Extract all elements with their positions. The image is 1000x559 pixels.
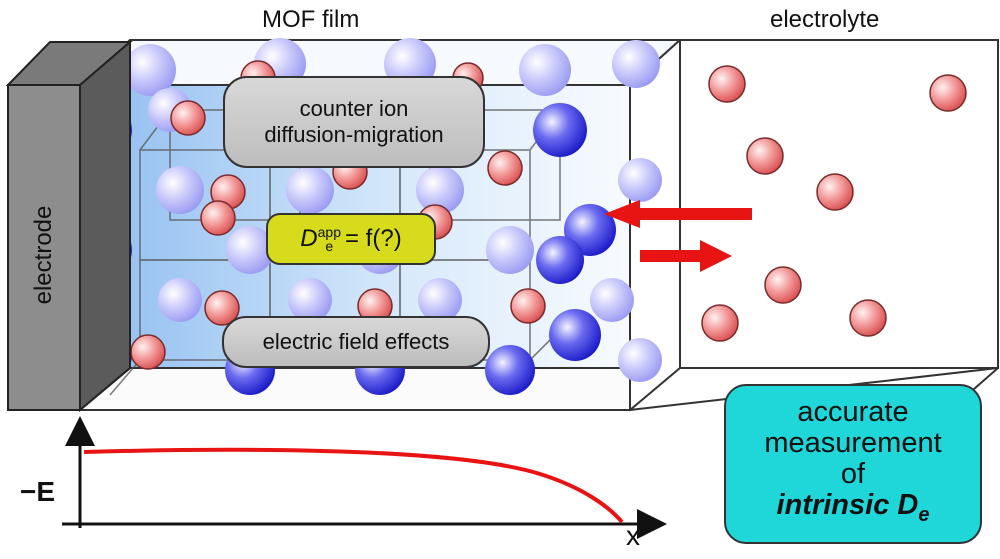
ion-exchange-arrows: [604, 200, 752, 272]
axis-x-label: x: [626, 520, 640, 551]
result-line4: intrinsic De: [777, 490, 930, 531]
electric-field-pill: electric field effects: [222, 316, 490, 368]
mof-film-label: MOF film: [262, 6, 360, 33]
counter-ion: [708, 65, 746, 103]
electrode-label: electrode: [30, 205, 57, 305]
result-line1: accurate: [797, 396, 909, 429]
counter-ion: [929, 74, 967, 112]
framework-sphere: [519, 44, 571, 96]
potential-curve: [83, 447, 624, 524]
counter-ion: [130, 334, 166, 370]
counter-ion: [487, 150, 523, 186]
counter-ion: [200, 200, 236, 236]
result-line3: of: [840, 458, 866, 491]
framework-sphere: [536, 236, 584, 284]
counter-ion: [849, 299, 887, 337]
counter-ion-pill: counter ion diffusion-migration: [223, 76, 485, 168]
result-line4-sub: e: [918, 503, 930, 526]
counter-ion-line2: diffusion-migration: [264, 122, 444, 147]
framework-sphere: [158, 278, 202, 322]
framework-sphere: [549, 309, 601, 361]
d-sup: app: [317, 224, 341, 241]
d-sub: e: [325, 238, 334, 255]
counter-ion: [746, 137, 784, 175]
potential-graph: [62, 416, 667, 539]
counter-ion: [510, 288, 546, 324]
framework-sphere: [156, 166, 204, 214]
ion-in-arrow: [604, 200, 752, 228]
d-rest: = f(?): [345, 224, 402, 252]
counter-ion: [170, 100, 206, 136]
framework-sphere: [486, 226, 534, 274]
axis-y-label: −E: [20, 476, 56, 507]
framework-sphere: [124, 44, 176, 96]
electrolyte-label: electrolyte: [770, 6, 880, 33]
framework-sphere: [590, 278, 634, 322]
counter-ions-electrolyte: [701, 65, 967, 342]
counter-ion: [764, 266, 802, 304]
counter-ion: [204, 290, 240, 326]
framework-sphere: [286, 166, 334, 214]
ion-out-arrow: [640, 240, 732, 272]
framework-sphere: [533, 103, 587, 157]
framework-sphere: [612, 40, 660, 88]
counter-ion-line1: counter ion: [299, 96, 409, 121]
framework-sphere: [564, 204, 616, 256]
electric-field-text: electric field effects: [262, 329, 450, 354]
framework-sphere: [618, 158, 662, 202]
framework-sphere: [288, 278, 332, 322]
result-line4-text: intrinsic D: [776, 489, 919, 522]
accurate-measurement-box: accurate measurement of intrinsic De: [724, 384, 982, 544]
d-symbol: D: [300, 224, 318, 252]
framework-sphere: [618, 338, 662, 382]
counter-ion: [701, 304, 739, 342]
result-line2: measurement: [764, 427, 942, 460]
framework-sphere: [485, 345, 535, 395]
framework-sphere: [416, 166, 464, 214]
counter-ion: [816, 173, 854, 211]
electrode-block: [5, 39, 133, 413]
framework-sphere: [226, 226, 274, 274]
framework-sphere: [418, 278, 462, 322]
